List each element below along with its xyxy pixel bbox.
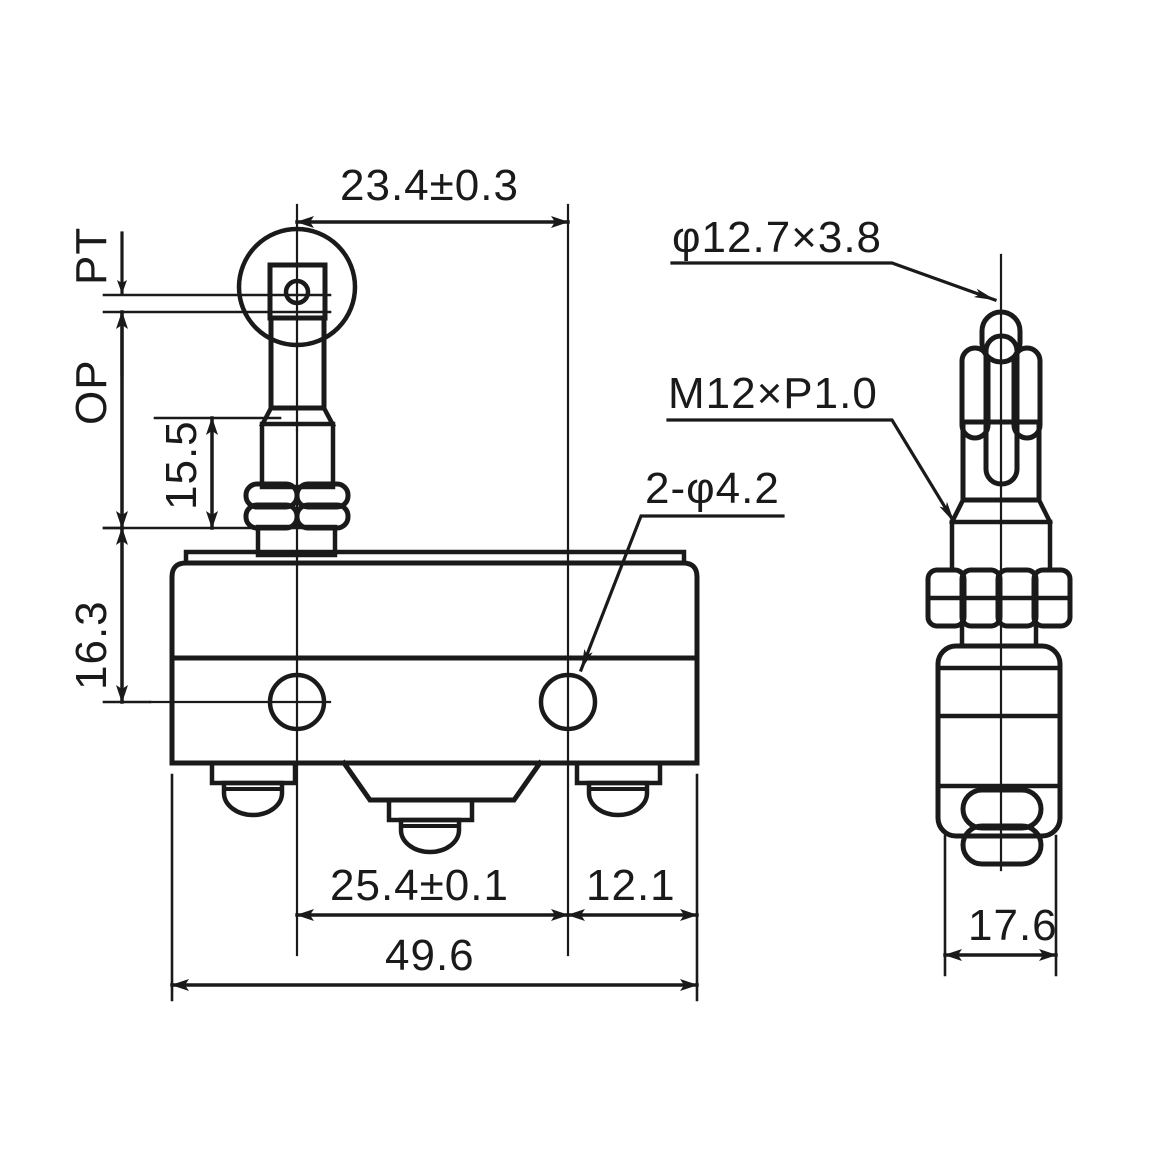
dim-label-15-5: 15.5 — [157, 420, 206, 510]
front-view-extension-lines — [102, 293, 699, 1002]
side-fork-arm-left — [959, 345, 991, 441]
dimension-16-3 — [102, 526, 152, 704]
terminal-left-shank — [209, 760, 298, 786]
side-body — [935, 643, 1063, 839]
dim-label-23-4: 23.4±0.3 — [340, 161, 519, 210]
side-neck — [959, 623, 1039, 649]
side-collar-sides — [949, 519, 1053, 573]
side-fork-arm-right — [1011, 345, 1043, 441]
dimension-17-6 — [943, 834, 1058, 977]
side-view-assembly — [925, 309, 1073, 867]
dim-label-49-6: 49.6 — [385, 931, 475, 980]
leader-mounting-holes — [578, 514, 785, 673]
callout-leaders — [578, 261, 998, 673]
callout-label-mounting-holes: 2-φ4.2 — [645, 464, 780, 513]
dim-label-17-6: 17.6 — [968, 901, 1058, 950]
side-plunger-chamfer — [948, 496, 1054, 526]
dim-label-25-4: 25.4±0.1 — [330, 861, 509, 910]
terminal-center-shank — [386, 797, 475, 823]
dim-label-op: OP — [67, 359, 116, 425]
dim-label-12-1: 12.1 — [586, 861, 676, 910]
dim-label-16-3: 16.3 — [67, 600, 116, 690]
body-bottom-recess — [340, 759, 544, 803]
terminal-right-head — [586, 780, 650, 818]
terminal-center-head — [398, 817, 462, 855]
callout-label-roller: φ12.7×3.8 — [672, 213, 882, 262]
terminal-right-shank — [574, 760, 663, 786]
front-view-terminals — [209, 760, 663, 855]
leader-roller-spec — [670, 261, 998, 303]
body-lower-housing — [169, 655, 700, 766]
callout-label-thread: M12×P1.0 — [668, 369, 878, 418]
leader-thread-spec — [666, 418, 957, 525]
dim-label-pt: PT — [67, 227, 116, 285]
terminal-left-head — [221, 780, 285, 818]
front-view-centerlines — [148, 203, 570, 957]
body-upper-housing — [169, 560, 700, 661]
